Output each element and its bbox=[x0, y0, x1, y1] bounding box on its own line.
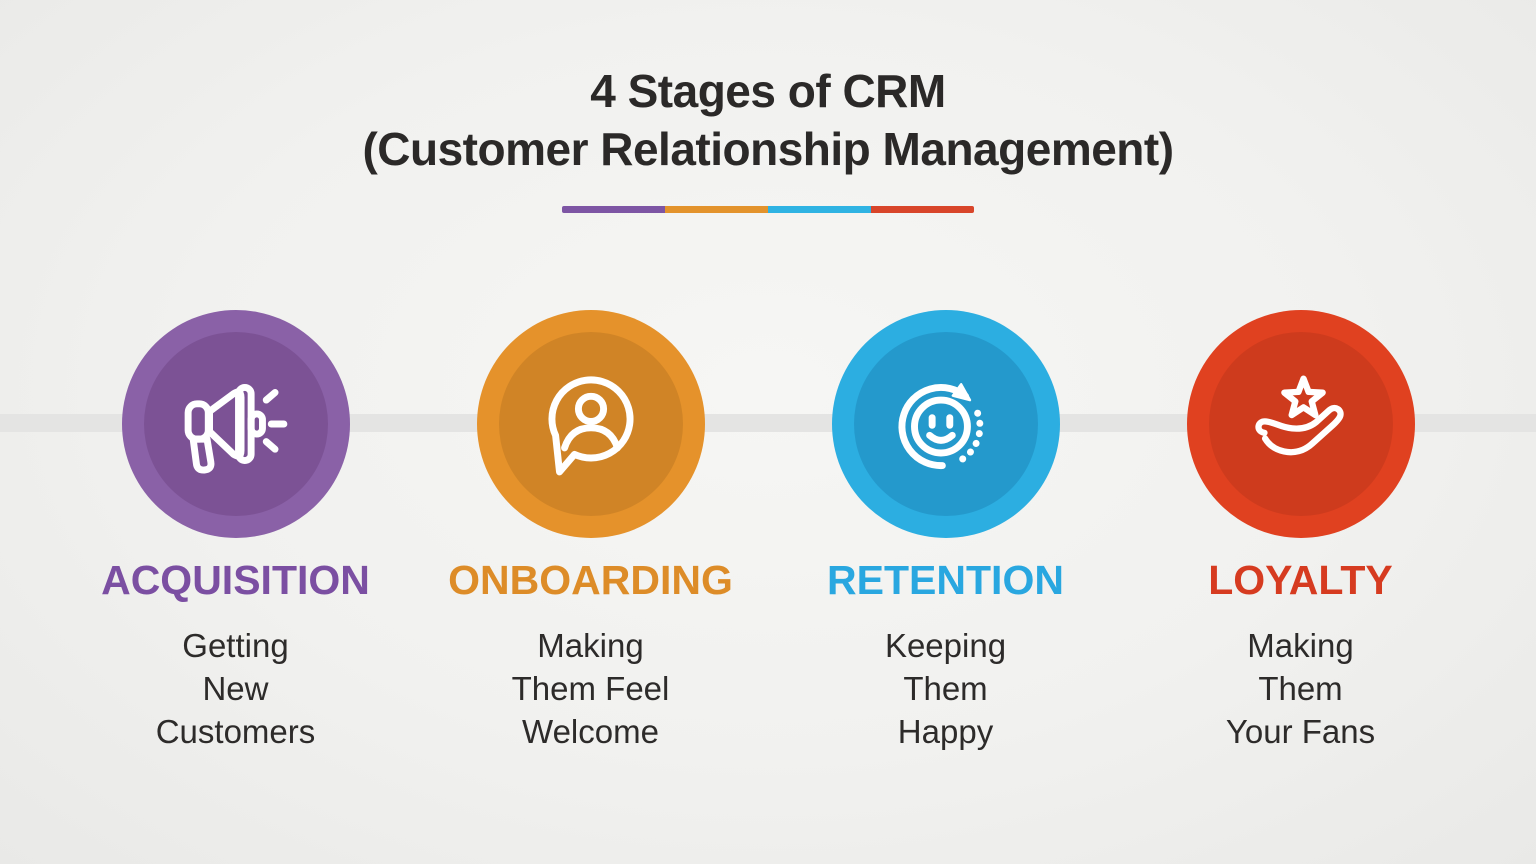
divider-segment bbox=[768, 206, 871, 213]
stage-name: LOYALTY bbox=[1208, 557, 1393, 603]
stage-description: Making Them Your Fans bbox=[1225, 627, 1376, 750]
title-line-2: (Customer Relationship Management) bbox=[362, 123, 1174, 175]
stages-row: ACQUISITION Getting New Customers bbox=[58, 310, 1478, 753]
stage-circle bbox=[121, 310, 350, 538]
stage-circle bbox=[831, 310, 1060, 538]
smiley-refresh-icon bbox=[897, 383, 983, 470]
stage-name: RETENTION bbox=[827, 557, 1064, 603]
stage-column-loyalty: LOYALTY Making Them Your Fans bbox=[1123, 310, 1478, 753]
timeline-band bbox=[0, 414, 1536, 432]
stage-column-onboarding: ONBOARDING Making Them Feel Welcome bbox=[413, 310, 768, 753]
stage-name: ONBOARDING bbox=[448, 557, 733, 603]
stage-circle bbox=[476, 310, 705, 538]
stage-name: ACQUISITION bbox=[101, 557, 370, 603]
stage-column-retention: RETENTION Keeping Them Happy bbox=[768, 310, 1123, 753]
title-divider bbox=[562, 206, 974, 213]
megaphone-icon bbox=[184, 383, 287, 474]
person-speech-bubble-icon bbox=[548, 376, 634, 476]
divider-segment bbox=[665, 206, 768, 213]
divider-segment bbox=[871, 206, 974, 213]
stage-column-acquisition: ACQUISITION Getting New Customers bbox=[58, 310, 413, 753]
stage-circle bbox=[1186, 310, 1415, 538]
hand-star-icon bbox=[1254, 375, 1344, 456]
stage-description: Making Them Feel Welcome bbox=[511, 627, 670, 750]
stage-description: Keeping Them Happy bbox=[884, 627, 1007, 750]
page-title: 4 Stages of CRM (Customer Relationship M… bbox=[0, 62, 1536, 178]
divider-segment bbox=[562, 206, 665, 213]
stage-description: Getting New Customers bbox=[155, 627, 316, 750]
title-line-1: 4 Stages of CRM bbox=[590, 65, 946, 117]
